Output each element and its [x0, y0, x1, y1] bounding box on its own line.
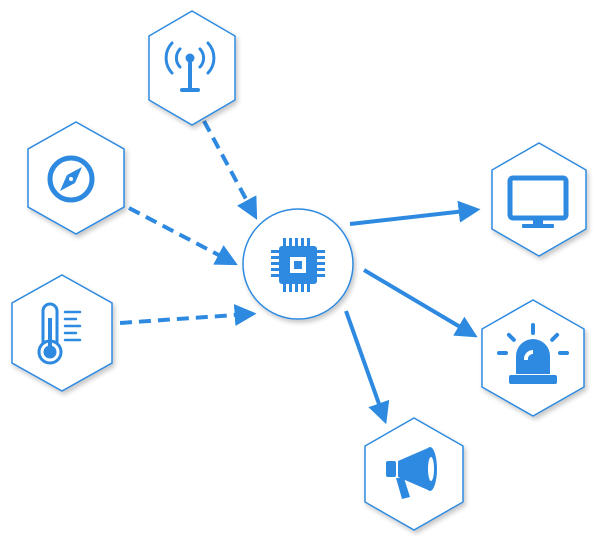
hexagon-shape: [491, 142, 587, 257]
node-monitor: [491, 142, 587, 257]
node-antenna: [148, 10, 236, 126]
hexagon-shape: [11, 274, 113, 392]
edges: [119, 120, 481, 425]
edge-hub-to-alarm: [362, 268, 478, 338]
compass-icon: [47, 155, 95, 203]
edge-thermometer-to-hub: [119, 304, 257, 327]
edge-hub-to-megaphone: [344, 310, 390, 425]
thermometer-icon: [37, 302, 82, 365]
node-compass: [27, 121, 125, 235]
hub-processor: [242, 208, 354, 320]
monitor-icon: [507, 175, 569, 228]
microchip-icon: [271, 238, 325, 292]
edge-compass-to-hub: [128, 206, 238, 266]
alarm-beacon-icon: [497, 323, 569, 384]
node-megaphone: [364, 417, 464, 531]
node-alarm: [481, 299, 585, 417]
megaphone-icon: [386, 447, 437, 499]
antenna-icon: [164, 41, 216, 92]
edge-hub-to-monitor: [349, 200, 481, 226]
node-thermometer: [11, 274, 113, 392]
edge-antenna-to-hub: [202, 120, 258, 220]
